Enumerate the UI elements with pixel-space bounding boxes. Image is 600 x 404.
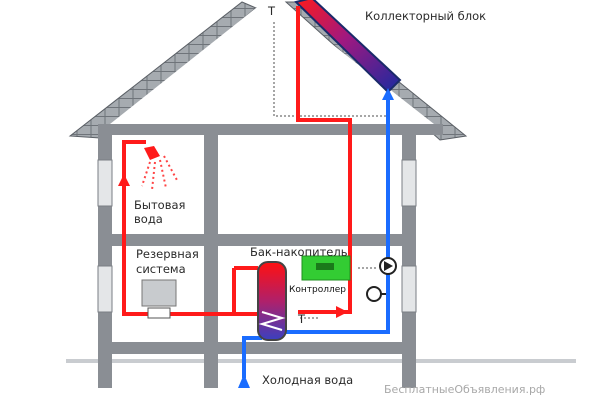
- watermark: БесплатныеОбъявления.рф: [384, 383, 546, 396]
- bottom-floor: [98, 342, 416, 354]
- window-right-lower: [401, 265, 417, 313]
- cold-pipe-arrow-up: [382, 88, 394, 100]
- tank-coil: [258, 311, 286, 331]
- hot-pipe-collector: [296, 6, 352, 314]
- top-beam: [98, 124, 443, 135]
- cold-water-inlet-pipe: [242, 336, 262, 378]
- collector-panel: [294, 0, 402, 94]
- household-water-label-1: Бытовая: [134, 198, 186, 212]
- sensor-wire-top: [273, 22, 392, 117]
- window-left-lower: [97, 265, 113, 313]
- pump-arrow: [384, 261, 393, 271]
- storage-tank: [257, 261, 287, 341]
- backup-system-label-1: Резервная: [136, 247, 199, 261]
- shower-head: [144, 146, 160, 160]
- shower-spray: [141, 155, 179, 191]
- ground-line: [66, 359, 576, 363]
- household-water-label-2: вода: [134, 212, 163, 226]
- middle-floor: [98, 234, 416, 246]
- hot-pipe-arrow: [336, 306, 348, 318]
- sensor-top-label: T: [268, 4, 276, 18]
- cold-water-label: Холодная вода: [262, 373, 354, 387]
- backup-system-label-2: система: [136, 262, 186, 276]
- household-hot-pipe: [122, 140, 268, 316]
- controller-label: Контроллер: [289, 285, 346, 295]
- collector-label: Коллекторный блок: [365, 9, 487, 23]
- cold-water-arrow: [238, 374, 250, 388]
- gable: [110, 8, 434, 124]
- center-column: [204, 135, 218, 388]
- backup-boiler: [141, 279, 177, 307]
- window-left-upper: [97, 159, 113, 207]
- household-pipe-arrow: [118, 174, 130, 186]
- controller-display: [316, 263, 334, 270]
- window-right-upper: [401, 159, 417, 207]
- sensor-tank-label: T: [298, 312, 306, 326]
- backup-boiler-base: [147, 307, 171, 319]
- expansion-vessel: [366, 286, 382, 302]
- storage-tank-label: Бак-накопитель: [250, 245, 348, 259]
- cold-pipe-return: [286, 92, 390, 334]
